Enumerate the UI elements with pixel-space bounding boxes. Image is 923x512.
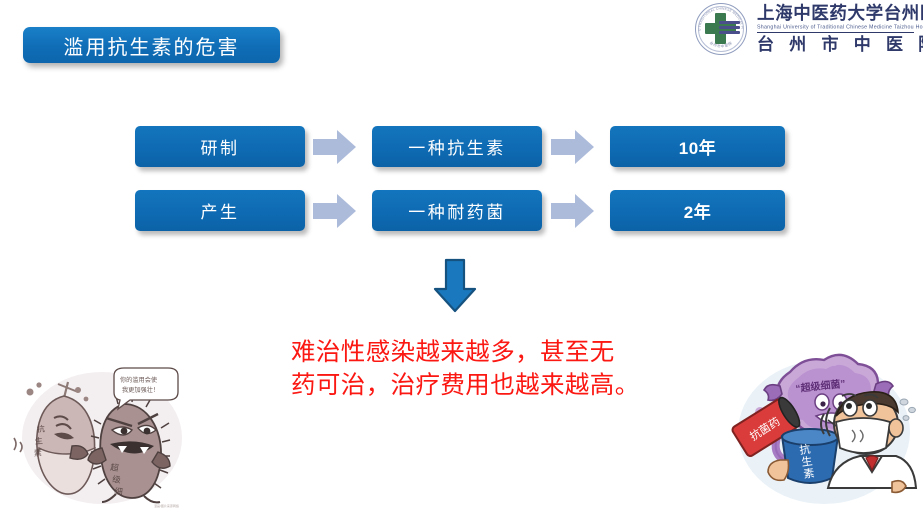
emblem-bars-icon [719,21,740,35]
svg-text:生: 生 [34,435,43,446]
flow-object-box-1: 一种抗生素 [372,126,542,167]
arrow-right-icon-4 [551,194,594,228]
cartoon-antibiotic-vs-superbug: 抗 生 素 [6,352,196,510]
flow-duration-box-2: 2年 [610,190,785,231]
svg-text:生: 生 [800,454,813,469]
flow-object-label-1: 一种抗生素 [408,139,506,158]
flow-duration-box-1: 10年 [610,126,785,167]
flow-object-label-2: 一种耐药菌 [408,203,506,222]
flow-duration-label-2: 2年 [683,203,712,222]
flow-stage-label-1: 研制 [200,139,240,158]
svg-text:抗: 抗 [36,423,45,434]
slide-title-box: 滥用抗生素的危害 [23,27,280,63]
hospital-name-en: Shanghai University of Traditional Chine… [757,24,923,31]
warning-caption: 难治性感染越来越多，甚至无 药可治，治疗费用也越来越高。 [291,339,640,399]
arrow-down-icon [433,258,477,313]
svg-text:抗: 抗 [798,442,811,457]
arrow-right-icon-2 [551,130,594,164]
svg-text:素: 素 [33,447,42,458]
logo-divider [757,32,914,33]
hospital-subname-cn: 台 州 市 中 医 院 [757,35,923,54]
arrow-right-icon-3 [313,194,356,228]
hospital-name-cn: 上海中医药大学台州医院 [757,3,923,23]
svg-text:级: 级 [112,474,122,485]
hospital-emblem-icon: TAIZHOU TRADITIONAL CHINESE MEDICAL HOSP… [693,2,751,58]
svg-text:你的滥用会使: 你的滥用会使 [120,376,158,384]
cartoon-doctor-and-superbug: “超级细菌” 抗菌药 抗 生 素 [724,350,920,510]
flow-stage-box-2: 产生 [135,190,305,231]
flow-duration-label-1: 10年 [678,139,717,158]
svg-text:漫画/图片来源网络: 漫画/图片来源网络 [154,503,179,508]
hospital-logo: TAIZHOU TRADITIONAL CHINESE MEDICAL HOSP… [693,2,923,60]
svg-text:我更加强壮！: 我更加强壮！ [122,386,159,394]
page-title: 滥用抗生素的危害 [63,36,240,59]
svg-text:素: 素 [803,467,816,481]
svg-text:超: 超 [110,462,120,473]
flow-stage-box-1: 研制 [135,126,305,167]
flow-object-box-2: 一种耐药菌 [372,190,542,231]
arrow-right-icon-1 [313,130,356,164]
svg-text:细: 细 [114,486,124,497]
flow-stage-label-2: 产生 [200,203,240,222]
